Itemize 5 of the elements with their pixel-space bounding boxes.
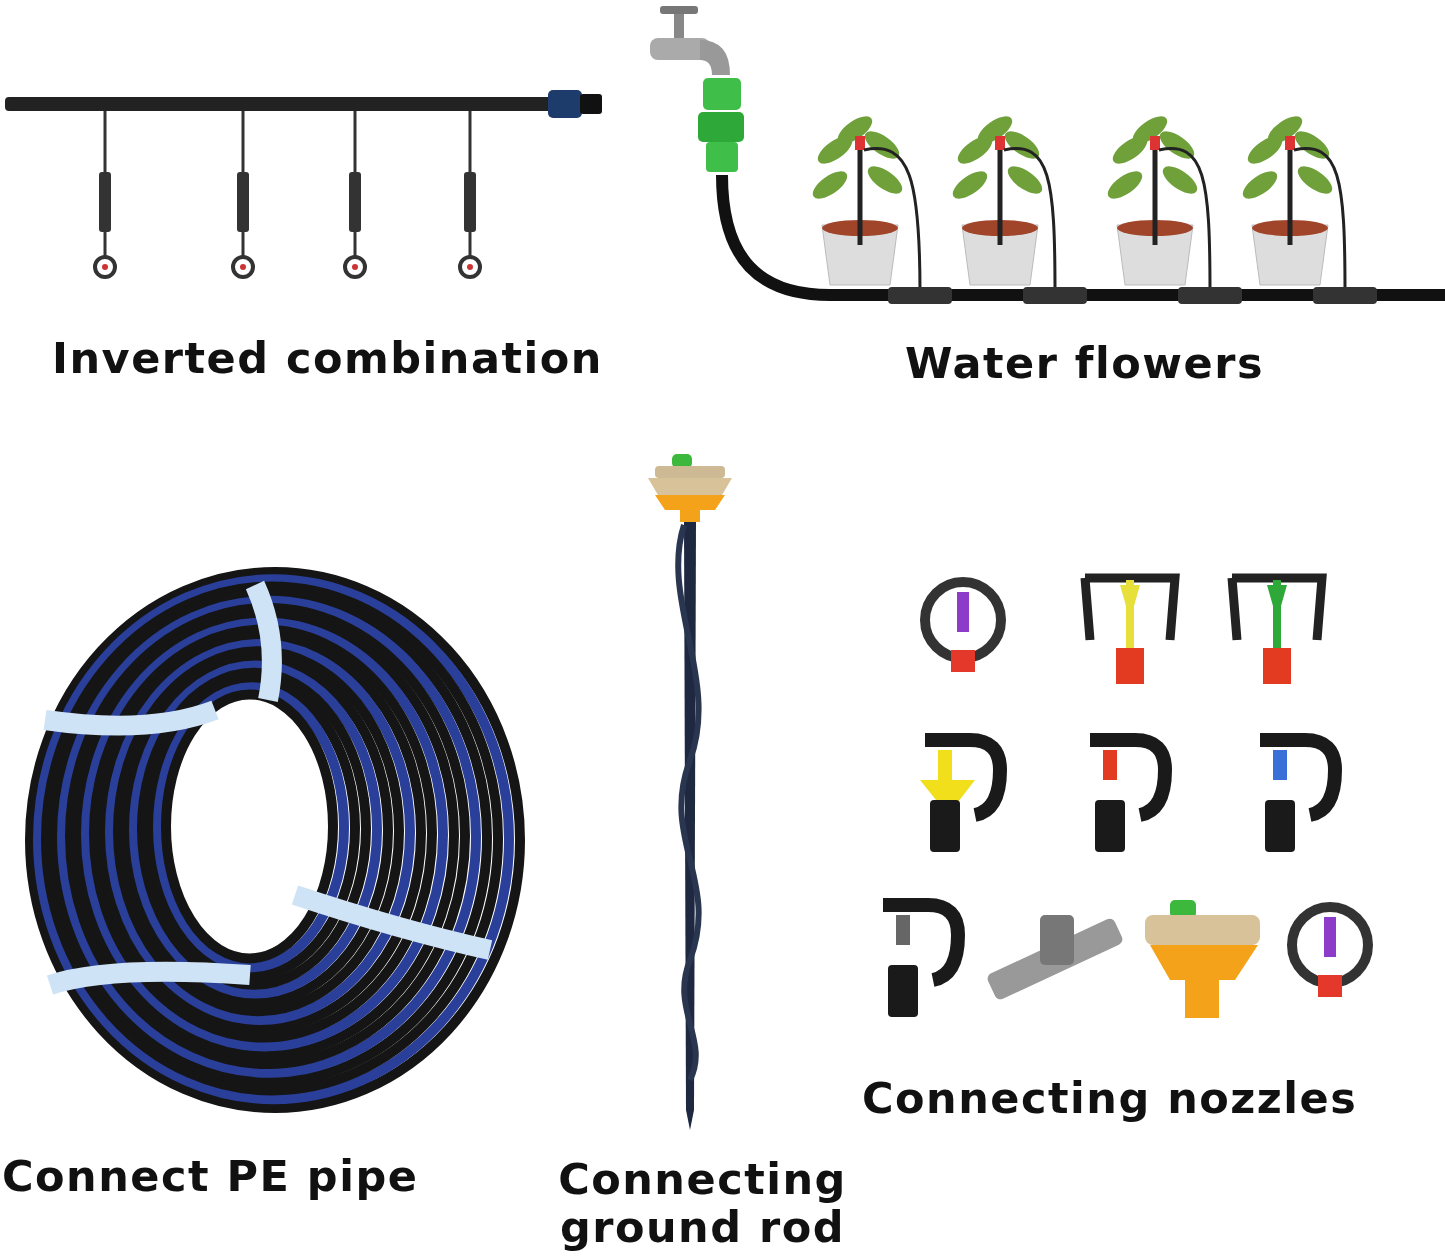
caption-text: Connect PE pipe <box>2 1153 419 1199</box>
caption-text: Inverted combination <box>52 335 603 381</box>
caption-text: Connecting nozzles <box>862 1075 1358 1121</box>
caption-text: Water flowers <box>905 340 1264 386</box>
caption-text: Connecting ground rod <box>557 1155 848 1251</box>
